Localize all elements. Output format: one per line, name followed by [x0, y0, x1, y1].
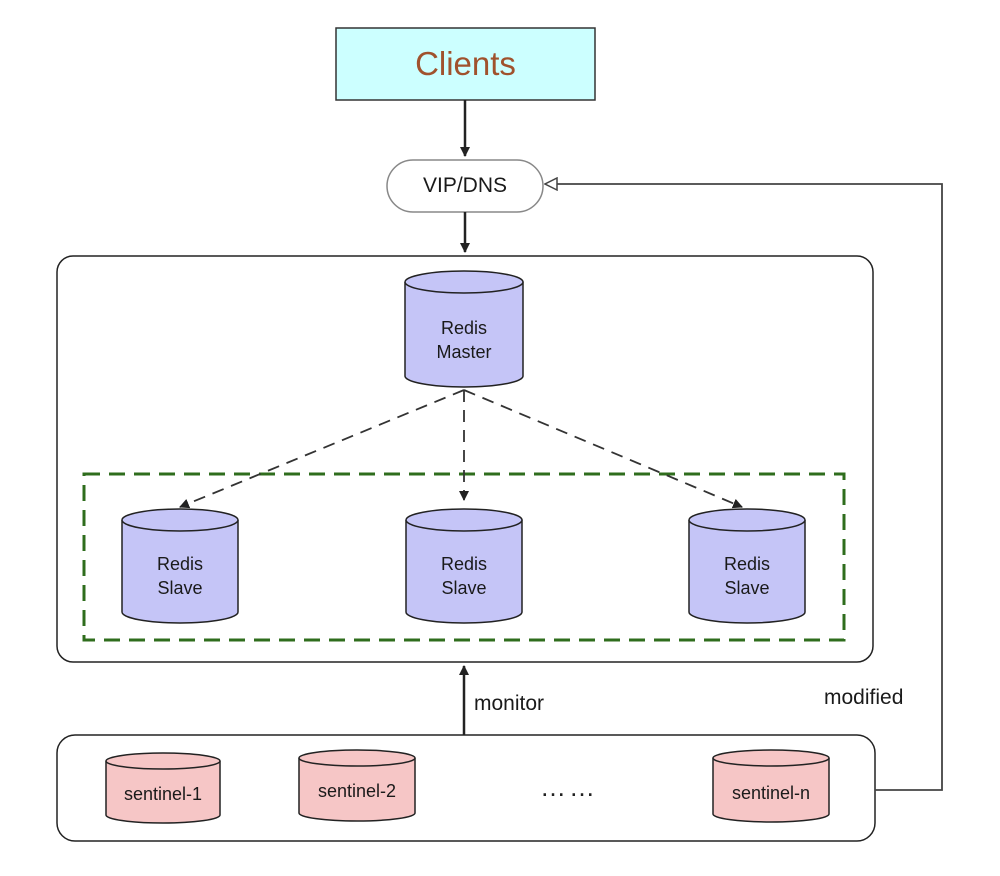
- redis-slave-label-1-line2: Slave: [157, 578, 203, 598]
- replication-arrow-1: [179, 389, 465, 509]
- vip-dns-label: VIP/DNS: [422, 174, 508, 197]
- redis-slave-cylinder-3: [688, 508, 806, 624]
- monitor-label: monitor: [474, 692, 545, 715]
- sentinel-label-n: sentinel-n: [731, 782, 811, 803]
- redis-master-label: Redis Master: [405, 300, 523, 380]
- sentinel-cylinder-1: [105, 752, 221, 824]
- redis-slave-label-1: Redis Slave: [122, 536, 238, 616]
- modified-label: modified: [824, 686, 904, 709]
- redis-slave-label-3-line1: Redis: [723, 554, 771, 574]
- redis-slave-cylinder-1: [121, 508, 239, 624]
- redis-slave-cylinder-2: [405, 508, 523, 624]
- redis-slave-label-3-line2: Slave: [724, 578, 770, 598]
- sentinel-cylinder-n: [712, 749, 830, 823]
- sentinel-cylinder-2: [298, 749, 416, 822]
- redis-master-cylinder: [404, 270, 524, 388]
- replication-arrow-3: [463, 389, 743, 509]
- sentinel-label-2: sentinel-2: [317, 780, 397, 801]
- sentinel-container: [56, 734, 876, 842]
- redis-slave-label-2-line1: Redis: [440, 554, 488, 574]
- redis-slave-label-3: Redis Slave: [689, 536, 805, 616]
- sentinel-label-1: sentinel-1: [123, 783, 203, 804]
- redis-cluster-container: [56, 255, 874, 663]
- modified-arrow: [545, 184, 943, 791]
- clients-box: [335, 27, 596, 101]
- sentinel-ellipsis: ……: [540, 772, 598, 802]
- clients-label: Clients: [415, 45, 516, 82]
- redis-master-label-line2: Master: [436, 342, 492, 362]
- redis-slave-label-1-line1: Redis: [156, 554, 204, 574]
- redis-master-label-line1: Redis: [440, 318, 488, 338]
- redis-slave-label-2: Redis Slave: [406, 536, 522, 616]
- redis-slave-label-2-line2: Slave: [441, 578, 487, 598]
